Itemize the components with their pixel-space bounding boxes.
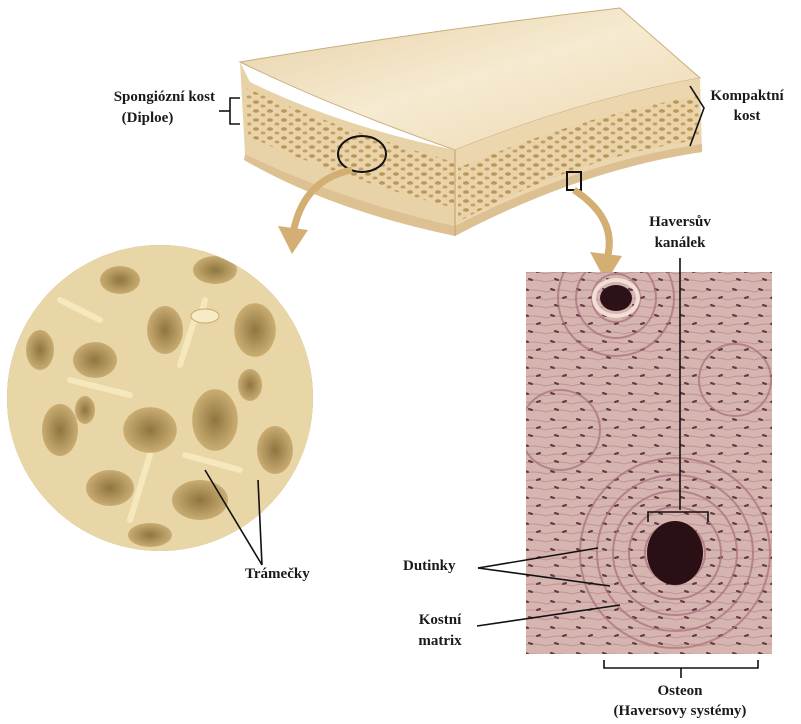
label-lacunae: Dutinky: [403, 558, 456, 575]
bone-block: [240, 8, 702, 236]
label-osteon: Osteon: [610, 683, 750, 700]
label-compact-bone-2: kost: [702, 108, 792, 125]
label-bone-matrix-2: matrix: [395, 633, 485, 650]
label-bone-matrix: Kostní: [395, 612, 485, 629]
label-diploe: (Diploe): [60, 110, 235, 127]
arrow-to-micrograph-icon: [574, 190, 622, 282]
spongy-bone-magnified: [0, 240, 320, 560]
label-spongy-bone: Spongiózní kost: [40, 89, 215, 106]
osteon-micrograph: [520, 240, 772, 654]
label-haversian-systems: (Haversovy systémy): [590, 703, 770, 720]
label-trabeculae: Trámečky: [245, 566, 310, 583]
label-compact-bone: Kompaktní: [702, 88, 792, 105]
label-haversian-canal: Haversův: [630, 214, 730, 231]
label-haversian-canal-2: kanálek: [630, 235, 730, 252]
